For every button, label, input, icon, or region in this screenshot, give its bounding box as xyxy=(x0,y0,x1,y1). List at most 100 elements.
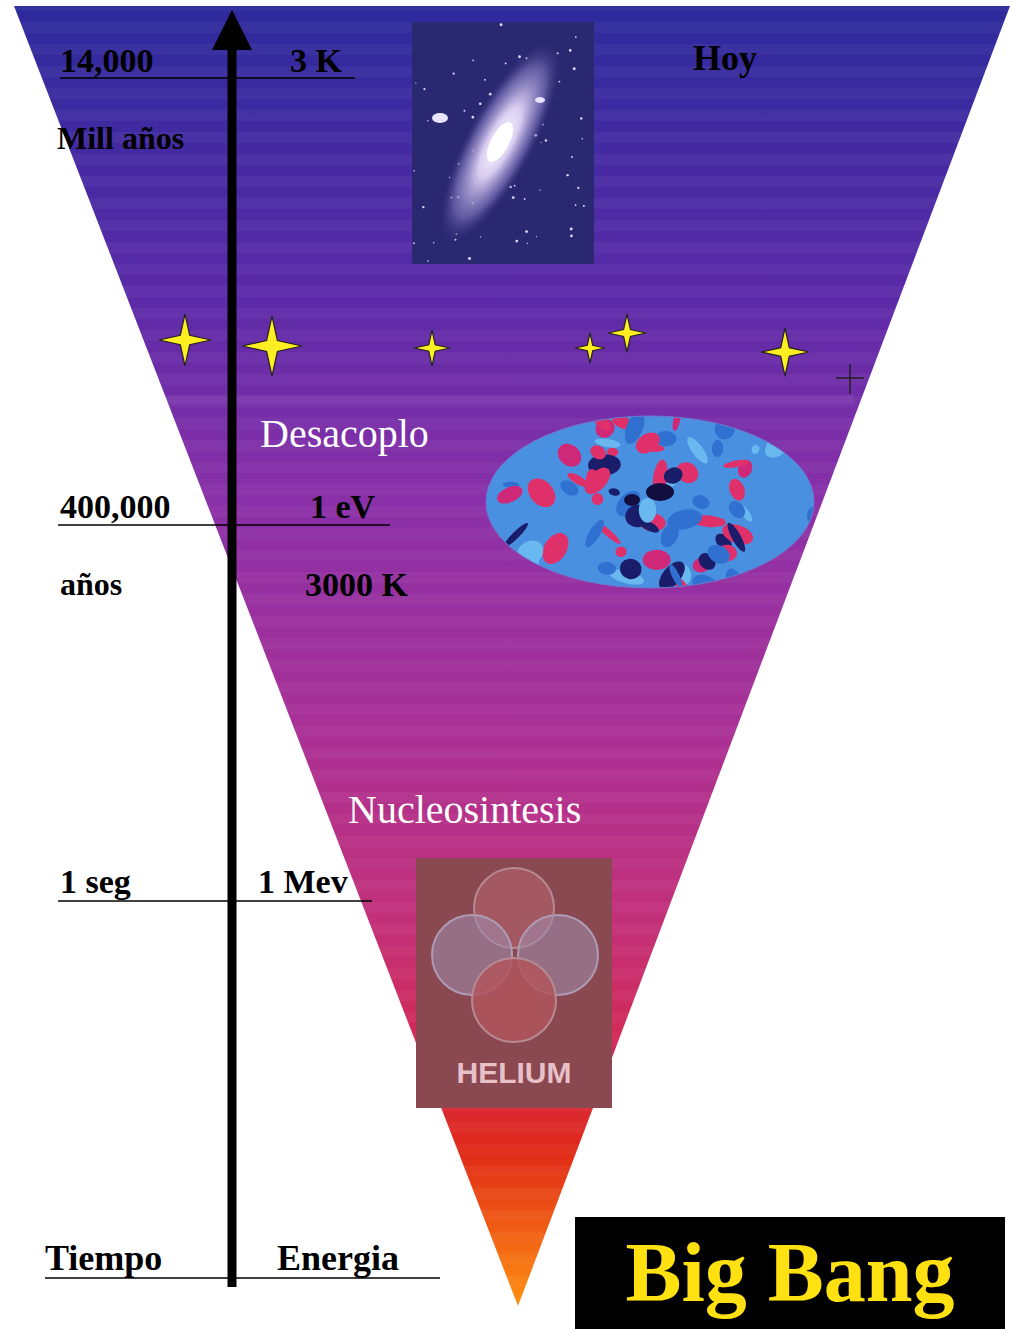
tiny-star xyxy=(413,242,415,244)
cmb-spot xyxy=(522,473,561,513)
arrow-head xyxy=(212,10,252,50)
axis-label: 400,000 xyxy=(60,490,171,524)
tiny-star xyxy=(422,206,424,208)
cmb-spot xyxy=(501,521,530,550)
cmb-spot xyxy=(667,563,685,589)
cmb-spot xyxy=(490,418,522,446)
cmb-spot xyxy=(616,381,632,404)
cmb-spot xyxy=(544,613,573,652)
cmb-map xyxy=(486,335,827,680)
cmb-spot xyxy=(718,610,739,634)
tiny-star xyxy=(575,36,577,38)
time-arrow xyxy=(228,44,237,1287)
cmb-spot xyxy=(646,620,668,639)
cmb-spot xyxy=(625,375,652,408)
helium-box: HELIUM xyxy=(416,858,612,1108)
tiny-star xyxy=(415,82,416,83)
cmb-spot xyxy=(750,444,761,456)
tiny-star xyxy=(566,174,568,176)
cmb-spot xyxy=(666,617,689,642)
cmb-spot xyxy=(530,413,563,432)
axis-label: 1 seg xyxy=(60,865,131,899)
cmb-spot xyxy=(618,394,641,415)
cmb-spot xyxy=(674,401,694,418)
cmb-spot xyxy=(654,557,690,594)
cmb-spot xyxy=(711,415,739,443)
cmb-spot xyxy=(625,601,663,638)
tiny-star xyxy=(524,198,526,200)
cmb-spot xyxy=(768,396,798,422)
cmb-spot xyxy=(613,647,627,662)
cmb-spot xyxy=(511,535,548,571)
node-text: Big Bang xyxy=(625,1231,954,1315)
galaxy-picture xyxy=(412,22,594,264)
cmb-spot xyxy=(563,356,583,381)
tiny-star xyxy=(573,67,576,70)
axis-label: 1 eV xyxy=(310,490,375,524)
tiny-star xyxy=(539,189,540,190)
cmb-spot xyxy=(580,463,615,499)
axis-ticks xyxy=(45,78,440,1278)
cmb-spot xyxy=(582,517,608,550)
cmb-spot xyxy=(618,557,643,581)
cmb-spot xyxy=(680,352,704,363)
cmb-spot xyxy=(661,587,680,605)
tiny-star xyxy=(583,205,585,207)
tiny-star xyxy=(472,59,474,61)
tiny-star xyxy=(472,116,475,119)
cmb-spot xyxy=(687,569,727,605)
cmb-spot xyxy=(706,360,721,380)
tiny-star xyxy=(580,117,582,119)
cmb-spot xyxy=(667,617,689,639)
cmb-spot xyxy=(676,344,703,371)
tiny-star xyxy=(463,110,465,112)
tiny-star xyxy=(427,120,428,121)
tiny-star xyxy=(480,236,481,237)
tiny-star xyxy=(479,102,482,105)
cmb-spot xyxy=(665,506,703,532)
cmb-spot xyxy=(536,583,560,616)
cmb-spot xyxy=(661,465,685,487)
cmb-spot xyxy=(648,596,664,627)
cmb-spot xyxy=(720,633,751,663)
tiny-star xyxy=(423,88,425,90)
cmb-spot xyxy=(736,583,757,603)
cmb-spot xyxy=(520,555,542,584)
cmb-spot xyxy=(505,590,532,622)
axis-label: Hoy xyxy=(693,40,757,76)
cmb-spot xyxy=(602,347,619,364)
cmb-spot xyxy=(639,498,657,523)
cmb-spot xyxy=(599,627,612,641)
cmb-spot xyxy=(687,364,711,396)
cmb-spot xyxy=(670,361,693,382)
cmb-spot xyxy=(690,493,711,512)
axis-label: Mill años xyxy=(57,122,184,154)
cmb-spot xyxy=(576,345,606,374)
tiny-star xyxy=(525,230,528,233)
axis-label: Energia xyxy=(277,1240,399,1276)
cmb-spot xyxy=(643,549,671,570)
small-star xyxy=(836,364,864,394)
tiny-star xyxy=(427,260,429,262)
axis-label: Tiempo xyxy=(45,1240,162,1276)
axis-label: 3 K xyxy=(290,44,342,78)
axis-label: 14,000 xyxy=(60,44,154,78)
cmb-spot xyxy=(717,335,724,346)
cmb-spot xyxy=(612,594,624,610)
cmb-spot xyxy=(725,498,748,521)
cmb-spot xyxy=(662,591,698,630)
node-text: HELIUM xyxy=(457,1058,572,1088)
tiny-star xyxy=(570,235,573,238)
star xyxy=(761,328,809,376)
cmb-spot xyxy=(718,393,732,406)
cmb-spot xyxy=(733,413,749,428)
tiny-star xyxy=(527,243,528,244)
cmb-spot xyxy=(588,442,609,462)
tiny-star xyxy=(500,23,503,26)
cmb-spot xyxy=(526,424,537,432)
axis-label: 3000 K xyxy=(305,568,408,602)
cmb-spot xyxy=(646,483,674,501)
cmb-spot xyxy=(624,494,640,506)
cmb-spot xyxy=(637,597,662,624)
